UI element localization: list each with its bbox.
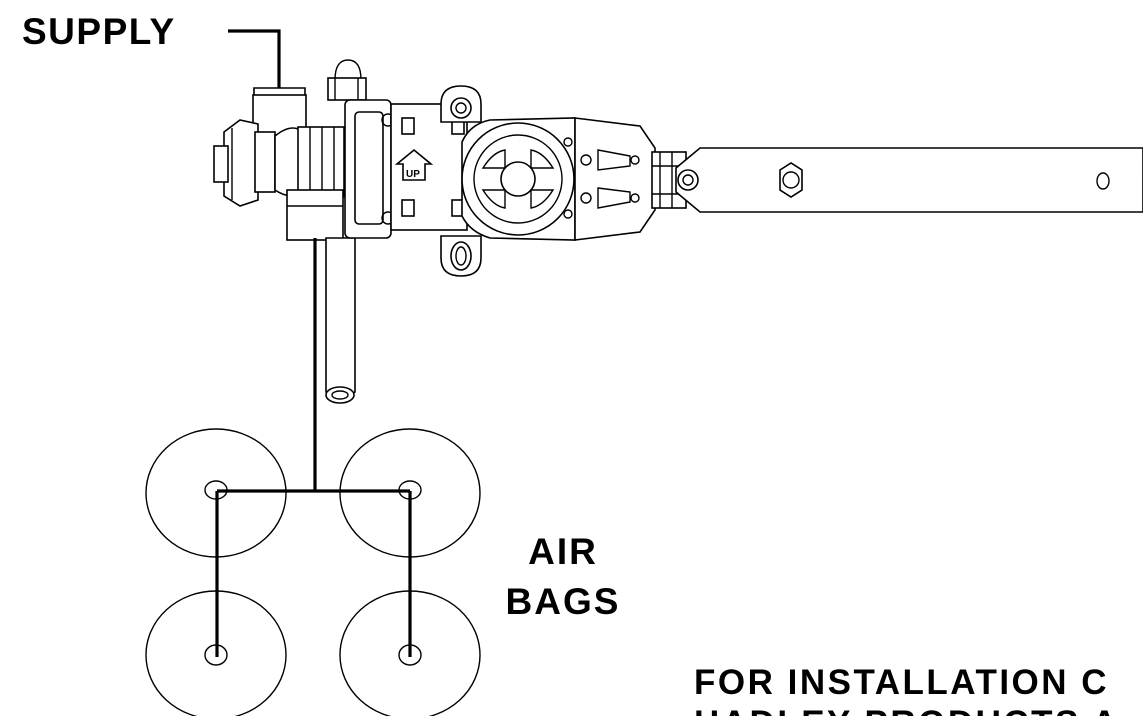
supply-leader-line: [228, 29, 281, 88]
valve-body-center: [297, 126, 345, 198]
up-marking: UP: [394, 148, 434, 181]
air-bags: [145, 428, 481, 720]
footer-note-line2: HADLEY PRODUCTS A: [694, 704, 1120, 716]
valve-body-left: [254, 131, 276, 193]
air-bags-label-line1: AIR: [528, 531, 598, 572]
top-fitting: [327, 77, 367, 101]
hex-nut: [223, 119, 259, 207]
rotor-center: [500, 161, 536, 197]
air-bag-top-right: [339, 428, 481, 558]
lever-arm-base: [574, 117, 656, 241]
footer-note-line1: FOR INSTALLATION C: [694, 663, 1109, 702]
arm-hole: [1096, 172, 1110, 190]
air-bag-top-left: [145, 428, 287, 558]
air-bags-label-line2: BAGS: [506, 581, 621, 622]
exhaust-tube-end: [325, 386, 355, 404]
up-label: UP: [406, 169, 420, 180]
exhaust-tube: [325, 237, 356, 399]
leveling-valve: UP: [213, 59, 1143, 404]
valve-waist: [274, 127, 301, 197]
nut-end-cap: [213, 145, 229, 183]
lever-slot-top: [597, 149, 631, 171]
arm-bolt: [779, 162, 803, 198]
outlet-fitting: [286, 189, 344, 241]
supply-label: SUPPLY: [22, 11, 176, 52]
top-loop: [334, 59, 362, 81]
lever-extension-arm: [675, 147, 1143, 213]
lever-slot-bottom: [597, 187, 631, 209]
